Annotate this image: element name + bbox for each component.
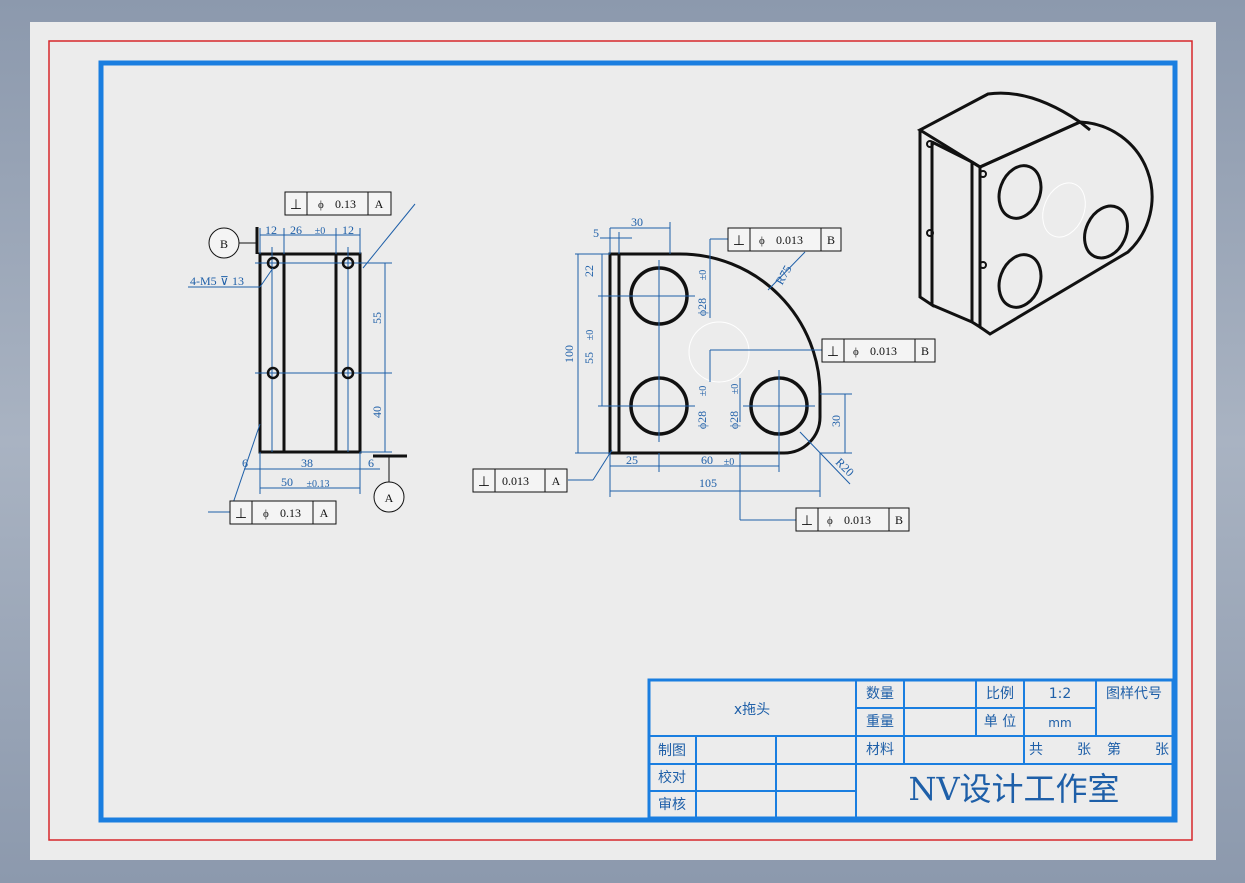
diameter-symbol: ϕ: [759, 235, 765, 247]
dim-12-right: 12: [342, 223, 354, 237]
thread-hole-icon: [341, 366, 355, 380]
bore-hole-icon: [1083, 204, 1129, 260]
dia-28-top: ϕ28: [695, 298, 709, 316]
dia-28-left-tol: ±0: [698, 386, 709, 397]
dia-28-top-tol: ±0: [698, 270, 709, 281]
perpendicularity-icon: ⊥: [801, 514, 813, 529]
tolerance-datum: A: [375, 197, 384, 211]
dim-5: 5: [593, 226, 599, 240]
dia-28-right-tol: ±0: [730, 384, 741, 395]
diameter-symbol: ϕ: [853, 346, 859, 358]
thread-hole-icon: [341, 256, 355, 270]
drawing-code-label: 图样代号: [1106, 686, 1162, 702]
part-name: x拖头: [734, 702, 770, 718]
dim-60: 60: [701, 453, 713, 467]
scale-label: 比例: [986, 686, 1014, 702]
qty-label: 数量: [866, 686, 894, 702]
dim-26-tol: ±0: [315, 226, 326, 237]
thread-depth: 13: [232, 274, 244, 288]
drawn-label: 制图: [658, 743, 686, 759]
radius-20: R20: [833, 455, 857, 479]
dim-50: 50: [281, 475, 293, 489]
tolerance-value: 0.13: [280, 506, 301, 520]
dim-55: 55: [582, 352, 596, 364]
perpendicularity-icon: ⊥: [733, 234, 745, 249]
sheet-total-label: 共: [1029, 742, 1043, 758]
tolerance-value: 0.013: [870, 344, 897, 358]
tolerance-value: 0.013: [776, 233, 803, 247]
dim-30-top: 30: [631, 215, 643, 229]
tolerance-frame-front-top: ⊥ ϕ 0.013 B: [727, 227, 842, 252]
datum-b-marker: B: [208, 227, 240, 259]
thread-depth-symbol-icon: ⊽: [220, 274, 229, 288]
tolerance-datum: A: [320, 506, 329, 520]
dia-28-right: ϕ28: [727, 411, 741, 429]
diameter-symbol: ϕ: [318, 199, 324, 211]
dim-55: 55: [370, 312, 384, 324]
tolerance-datum: B: [921, 344, 929, 358]
studio-name: NV设计工作室: [908, 770, 1119, 808]
dim-105: 105: [699, 476, 717, 490]
dim-30-right: 30: [829, 415, 843, 427]
dim-60-tol: ±0: [724, 457, 735, 468]
material-label: 材料: [866, 742, 894, 758]
unit-value: mm: [1048, 716, 1071, 730]
drawing-canvas: B A 12 26 ±0 12 55 40 6 38 6 50 ±0.13 4-…: [48, 40, 1193, 841]
tolerance-value: 0.13: [335, 197, 356, 211]
dim-12-left: 12: [265, 223, 277, 237]
datum-a-label: A: [385, 491, 394, 505]
perpendicularity-icon: ⊥: [478, 475, 490, 490]
dim-55-tol: ±0: [585, 330, 596, 341]
tolerance-datum: A: [552, 474, 561, 488]
sheet-unit-label: 张: [1077, 742, 1091, 758]
sheet-no-label: 第: [1107, 741, 1121, 758]
checked-label: 校对: [658, 769, 686, 786]
tolerance-frame-front-bottom: ⊥ ϕ 0.013 B: [795, 507, 910, 532]
tolerance-datum: B: [895, 513, 903, 527]
tolerance-frame-front-left: ⊥ 0.013 A: [472, 468, 568, 493]
bore-hole-icon: [997, 164, 1043, 220]
tolerance-frame-side-top: ⊥ ϕ 0.13 A: [284, 191, 392, 216]
perpendicularity-icon: ⊥: [827, 345, 839, 360]
approved-label: 审核: [658, 797, 686, 813]
dim-25: 25: [626, 453, 638, 467]
weight-label: 重量: [866, 714, 894, 730]
inner-border: [98, 60, 1178, 823]
tolerance-datum: B: [827, 233, 835, 247]
diameter-symbol: ϕ: [263, 508, 269, 520]
unit-label: 单 位: [984, 714, 1016, 730]
outer-border: [48, 40, 1193, 841]
dim-50-tol: ±0.13: [307, 479, 330, 490]
tolerance-value: 0.013: [844, 513, 871, 527]
perpendicularity-icon: ⊥: [235, 507, 247, 522]
dim-38: 38: [301, 456, 313, 470]
thread-hole-icon: [266, 366, 280, 380]
dim-22: 22: [582, 265, 596, 277]
dia-28-left: ϕ28: [695, 411, 709, 429]
diameter-symbol: ϕ: [827, 515, 833, 527]
front-view: 5 30 22 100 55 ±0 R75 ϕ28 ±0 ϕ28 ±0 ϕ28 …: [472, 215, 936, 532]
tolerance-value: 0.013: [502, 474, 529, 488]
dim-6-left: 6: [242, 456, 248, 470]
dim-6-right: 6: [368, 456, 374, 470]
isometric-view: [916, 91, 1154, 336]
tolerance-frame-front-mid: ⊥ ϕ 0.013 B: [821, 338, 936, 363]
perpendicularity-icon: ⊥: [290, 198, 302, 213]
tolerance-frame-side-bottom: ⊥ ϕ 0.13 A: [229, 500, 337, 525]
datum-b-label: B: [220, 237, 228, 251]
drawing-sheet: B A 12 26 ±0 12 55 40 6 38 6 50 ±0.13 4-…: [30, 22, 1216, 860]
dim-26: 26: [290, 223, 302, 237]
title-block: x拖头 数量 重量 比例 1:2 单 位 mm 图样代号 材料 共 张 第 张 …: [647, 678, 1175, 820]
side-view: B A 12 26 ±0 12 55 40 6 38 6 50 ±0.13 4-…: [188, 191, 416, 525]
bore-hole-icon: [997, 253, 1043, 309]
dim-100: 100: [562, 345, 576, 363]
scale-value: 1:2: [1049, 686, 1072, 702]
sheet-unit-label-2: 张: [1155, 742, 1169, 758]
dim-40: 40: [370, 406, 384, 418]
thread-callout: 4-M5: [190, 274, 217, 288]
datum-a-marker: A: [373, 481, 405, 513]
